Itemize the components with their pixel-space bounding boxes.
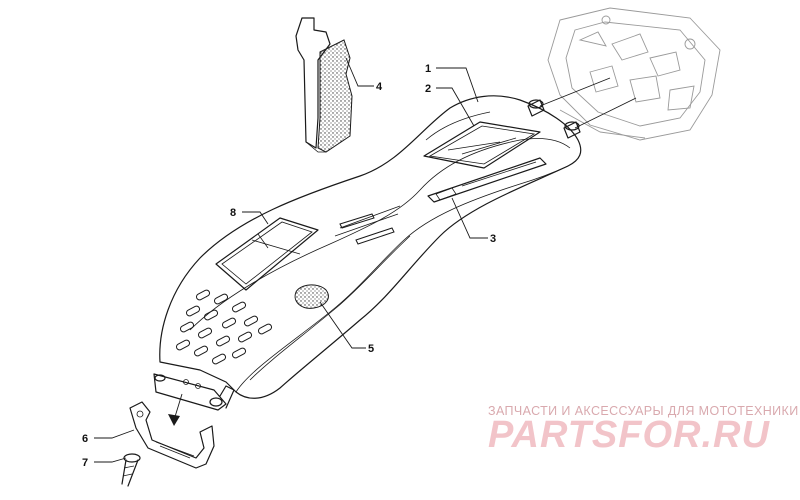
callout-5: 5 <box>368 343 374 355</box>
foam-insulation-4 <box>295 17 353 153</box>
callout-4: 4 <box>376 81 383 93</box>
watermark-tagline: ЗАПЧАСТИ И АКСЕССУАРЫ ДЛЯ МОТОТЕХНИКИ <box>488 404 799 418</box>
fastener-7 <box>121 453 141 487</box>
watermark-logo: PARTSFOR.RU <box>488 414 770 456</box>
retaining-clip-6 <box>129 401 215 469</box>
decal-2 <box>423 121 541 169</box>
decal-8 <box>215 217 319 291</box>
callout-6: 6 <box>82 433 88 445</box>
leader-lines <box>94 57 488 463</box>
vent-slots <box>175 289 273 365</box>
callout-7: 7 <box>82 457 88 469</box>
front-bracket <box>153 373 235 411</box>
callout-2: 2 <box>425 83 431 95</box>
callout-1: 1 <box>425 63 431 75</box>
alignment-lines <box>539 77 637 129</box>
callout-3: 3 <box>490 233 496 245</box>
engine-ghost <box>547 7 721 141</box>
callout-8: 8 <box>230 207 236 219</box>
label-strip-3 <box>427 157 547 203</box>
assembly-arrow <box>168 393 183 426</box>
foam-pad-5 <box>294 284 329 309</box>
callouts: 1 2 3 4 5 6 7 8 <box>82 63 496 469</box>
